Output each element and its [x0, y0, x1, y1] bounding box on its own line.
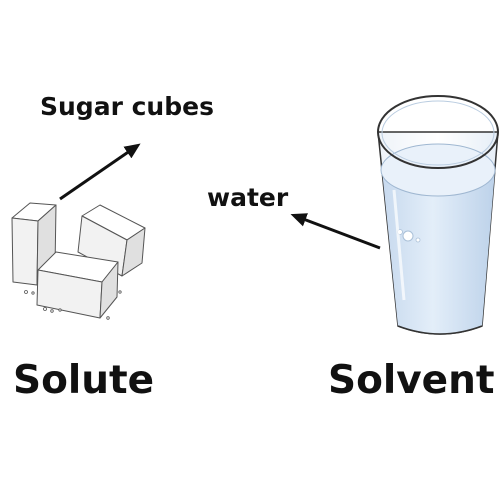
sugar-crumbs [24, 290, 122, 320]
water-arrow [290, 213, 381, 250]
sugar-cubes-icon [11, 202, 146, 320]
sugar-arrow [59, 143, 141, 201]
solute-title: Solute [13, 358, 155, 403]
water-label: water [207, 183, 289, 212]
sugar-cubes-label: Sugar cubes [40, 92, 214, 121]
water-surface [380, 143, 496, 197]
sugar-cube-front [36, 251, 119, 319]
water-glass-icon [377, 95, 499, 335]
solvent-title: Solvent [328, 358, 495, 403]
glass-rim [377, 95, 499, 169]
